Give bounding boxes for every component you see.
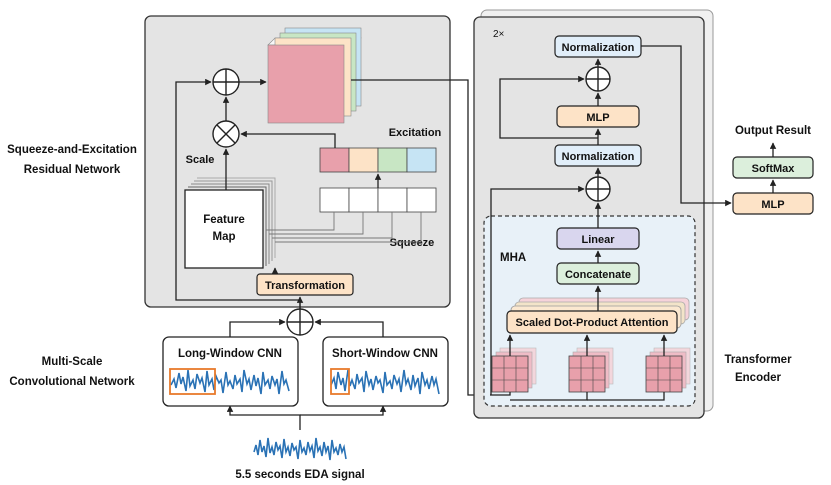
qkv-linear-group-1 — [491, 347, 537, 393]
input-signal-label: 5.5 seconds EDA signal — [235, 469, 364, 481]
encoder-add-icon-1 — [585, 66, 611, 92]
normalization-mid-label: Normalization — [562, 151, 635, 163]
long-window-cnn-label: Long-Window CNN — [178, 348, 282, 360]
repeat-label: 2× — [493, 29, 505, 40]
se-network-label-1: Squeeze-and-Excitation — [7, 144, 137, 156]
qkv-linear-group-3 — [645, 347, 691, 393]
long-window-highlight — [169, 368, 216, 395]
output-mlp-label: MLP — [761, 199, 784, 211]
excitation-vector — [319, 147, 437, 173]
cnn-arrows — [226, 318, 387, 430]
excitation-label: Excitation — [389, 127, 442, 139]
long-window-cnn-box — [162, 336, 299, 407]
output-feature-cube — [267, 27, 362, 124]
transformer-encoder-label-1: Transformer — [724, 354, 792, 366]
linear-label: Linear — [581, 234, 615, 246]
mha-label: MHA — [500, 252, 526, 264]
encoder-add-icon-2 — [585, 176, 611, 202]
short-window-highlight — [330, 368, 350, 395]
feature-map-label-1: Feature — [203, 214, 245, 226]
output-result-label: Output Result — [735, 125, 811, 137]
feature-map-label-2: Map — [213, 231, 236, 243]
ms-network-label-1: Multi-Scale — [42, 356, 103, 368]
residual-add-icon — [212, 68, 240, 96]
qkv-linear-group-2 — [568, 347, 614, 393]
encoder-arrows — [490, 45, 732, 401]
softmax-label: SoftMax — [752, 163, 796, 175]
attention-label: Scaled Dot-Product Attention — [516, 317, 669, 329]
concatenate-label: Concatenate — [565, 269, 631, 281]
squeeze-vector — [319, 187, 437, 213]
mlp-encoder-label: MLP — [586, 112, 609, 124]
transformation-box — [256, 273, 354, 296]
scale-multiply-icon — [212, 120, 240, 148]
squeeze-connectors — [266, 212, 422, 243]
long-window-signal — [170, 369, 290, 395]
transformer-encoder-label-2: Encoder — [735, 372, 782, 384]
attention-stack — [506, 297, 690, 334]
cnn-add-icon — [286, 308, 314, 336]
input-eda-signal — [253, 437, 347, 461]
ms-network-label-2: Convolutional Network — [9, 376, 135, 388]
se-network-label-2: Residual Network — [24, 164, 121, 176]
transformation-label: Transformation — [265, 280, 345, 292]
scale-label: Scale — [186, 154, 215, 166]
normalization-top-label: Normalization — [562, 42, 635, 54]
squeeze-label: Squeeze — [390, 237, 435, 249]
short-window-cnn-label: Short-Window CNN — [332, 348, 438, 360]
